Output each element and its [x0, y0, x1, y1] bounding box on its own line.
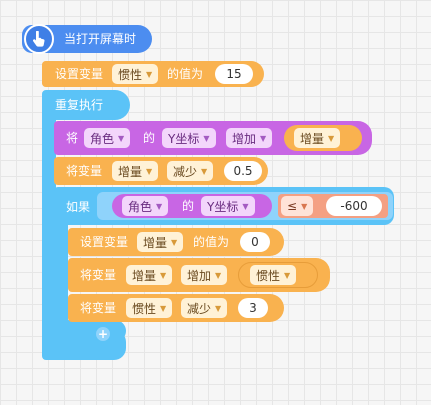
- if-block-footer: [54, 320, 126, 342]
- block-label: 的: [182, 199, 195, 213]
- block-label: 如果: [66, 200, 91, 214]
- chevron-down-icon: ▼: [156, 201, 163, 211]
- chevron-down-icon: ▼: [146, 166, 153, 176]
- chevron-down-icon: ▼: [284, 270, 291, 280]
- value-input[interactable]: 15: [215, 64, 253, 84]
- operation-dropdown[interactable]: 减少▼: [181, 298, 228, 318]
- chevron-down-icon: ▼: [328, 133, 335, 143]
- block-label: 将: [66, 131, 79, 145]
- variable-dropdown[interactable]: 增量▼: [126, 265, 173, 285]
- operation-dropdown[interactable]: 增加▼: [181, 265, 228, 285]
- chevron-down-icon: ▼: [215, 270, 222, 280]
- block-label: 的值为: [167, 67, 204, 81]
- repeat-forever-block[interactable]: [42, 90, 130, 120]
- chevron-down-icon: ▼: [301, 201, 308, 211]
- hat-label: 当打开屏幕时: [64, 32, 137, 46]
- repeat-forever-arm: [42, 118, 56, 338]
- chevron-down-icon: ▼: [160, 303, 167, 313]
- block-label: 将变量: [66, 164, 103, 178]
- chevron-down-icon: ▼: [160, 270, 167, 280]
- block-label: 设置变量: [55, 67, 104, 81]
- chevron-down-icon: ▼: [242, 201, 249, 211]
- hand-pointer-icon: [24, 24, 54, 54]
- block-label: 将变量: [80, 301, 117, 315]
- value-input[interactable]: -600: [326, 196, 382, 216]
- block-label: 的: [143, 131, 156, 145]
- variable-dropdown[interactable]: 增量▼: [294, 128, 341, 148]
- sprite-dropdown[interactable]: 角色▼: [122, 196, 169, 216]
- comparison-dropdown[interactable]: ≤▼: [281, 196, 314, 216]
- block-label: 重复执行: [55, 98, 104, 112]
- sprite-dropdown[interactable]: 角色▼: [84, 128, 131, 148]
- chevron-down-icon: ▼: [146, 69, 153, 79]
- if-block-arm: [54, 223, 68, 323]
- chevron-down-icon: ▼: [171, 237, 178, 247]
- block-label: 将变量: [80, 268, 117, 282]
- value-input[interactable]: 0.5: [224, 161, 262, 181]
- operation-dropdown[interactable]: 增加▼: [226, 128, 273, 148]
- add-block-button[interactable]: +: [96, 327, 110, 341]
- variable-dropdown[interactable]: 惯性▼: [250, 265, 297, 285]
- property-dropdown[interactable]: Y坐标▼: [201, 196, 255, 216]
- operation-dropdown[interactable]: 减少▼: [167, 161, 214, 181]
- chevron-down-icon: ▼: [118, 133, 125, 143]
- variable-dropdown[interactable]: 惯性▼: [112, 64, 159, 84]
- variable-dropdown[interactable]: 惯性▼: [126, 298, 173, 318]
- value-input[interactable]: 0: [240, 232, 270, 252]
- chevron-down-icon: ▼: [215, 303, 222, 313]
- property-dropdown[interactable]: Y坐标▼: [162, 128, 216, 148]
- chevron-down-icon: ▼: [260, 133, 267, 143]
- variable-dropdown[interactable]: 增量▼: [137, 232, 184, 252]
- variable-dropdown[interactable]: 增量▼: [112, 161, 159, 181]
- block-label: 的值为: [193, 235, 230, 249]
- chevron-down-icon: ▼: [201, 166, 208, 176]
- block-label: 设置变量: [80, 235, 129, 249]
- chevron-down-icon: ▼: [203, 133, 210, 143]
- value-input[interactable]: 3: [238, 298, 268, 318]
